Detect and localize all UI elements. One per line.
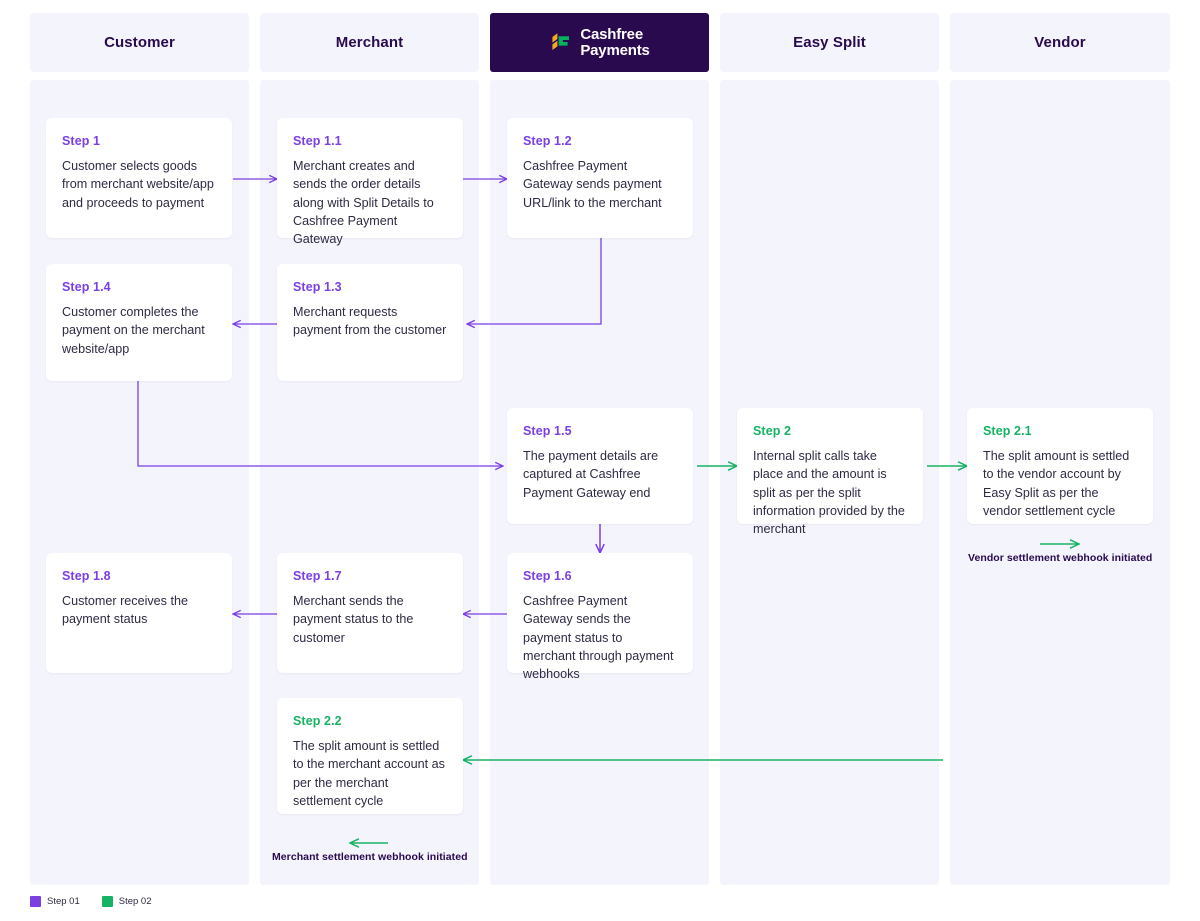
step-card-body: Internal split calls take place and the …: [753, 449, 905, 536]
step-card-title: Step 1.1: [293, 134, 342, 148]
column-header-label: Customer: [104, 34, 175, 51]
column-header-cashfree: Cashfree Payments: [490, 13, 709, 72]
step-card-title: Step 1.7: [293, 569, 342, 583]
cashfree-logo: Cashfree Payments: [549, 27, 650, 58]
step-card-step-1-6[interactable]: Step 1.6 Cashfree Payment Gateway sends …: [507, 553, 693, 681]
step-card-body: Cashfree Payment Gateway sends payment U…: [523, 159, 662, 210]
step-card-step-2-1[interactable]: Step 2.1 The split amount is settled to …: [967, 408, 1153, 524]
step-card-step-1-3[interactable]: Step 1.3 Merchant requests payment from …: [277, 264, 463, 381]
step-card-step-1-8[interactable]: Step 1.8 Customer receives the payment s…: [46, 553, 232, 673]
step-card-title: Step 2.2: [293, 714, 342, 728]
step-card-step-1-7[interactable]: Step 1.7 Merchant sends the payment stat…: [277, 553, 463, 673]
legend-swatch-green: [101, 896, 113, 907]
step-card-body: Customer receives the payment status: [62, 594, 188, 627]
vendor-settlement-webhook-note: Vendor settlement webhook initiated: [968, 552, 1153, 564]
step-card-step-1[interactable]: Step 1 Customer selects goods from merch…: [46, 118, 232, 238]
step-card-step-2-2[interactable]: Step 2.2 The split amount is settled to …: [277, 698, 463, 814]
legend-label: Step 02: [118, 896, 152, 907]
legend-item-step-01: Step 01: [30, 896, 80, 907]
cashfree-logo-text: Cashfree Payments: [580, 27, 649, 58]
step-card-step-2[interactable]: Step 2 Internal split calls take place a…: [737, 408, 923, 536]
step-card-body: Merchant creates and sends the order det…: [293, 159, 434, 246]
column-header-customer: Customer: [30, 13, 249, 72]
step-card-body: Merchant sends the payment status to the…: [293, 594, 414, 645]
column-header-vendor: Vendor: [950, 13, 1170, 72]
merchant-settlement-webhook-note: Merchant settlement webhook initiated: [272, 851, 468, 863]
step-card-title: Step 1: [62, 134, 101, 148]
column-header-easy-split: Easy Split: [720, 13, 939, 72]
column-header-label: Easy Split: [793, 34, 866, 51]
step-card-title: Step 1.4: [62, 280, 111, 294]
legend-label: Step 01: [47, 896, 80, 907]
step-card-step-1-4[interactable]: Step 1.4 Customer completes the payment …: [46, 264, 232, 381]
step-card-body: The split amount is settled to the merch…: [293, 739, 445, 808]
step-card-body: Customer selects goods from merchant web…: [62, 159, 214, 210]
step-card-step-1-2[interactable]: Step 1.2 Cashfree Payment Gateway sends …: [507, 118, 693, 238]
logo-line-1: Cashfree: [580, 26, 643, 44]
step-card-title: Step 2.1: [983, 424, 1032, 438]
step-card-step-1-5[interactable]: Step 1.5 The payment details are capture…: [507, 408, 693, 524]
cashfree-logo-icon: [552, 32, 570, 50]
step-card-body: The payment details are captured at Cash…: [523, 449, 659, 500]
column-header-label: Vendor: [1034, 34, 1086, 51]
logo-line-2: Payments: [580, 41, 650, 59]
legend-swatch-purple: [30, 896, 41, 907]
step-card-body: The split amount is settled to the vendo…: [983, 449, 1130, 518]
step-card-body: Cashfree Payment Gateway sends the payme…: [523, 594, 674, 681]
step-card-body: Merchant requests payment from the custo…: [293, 305, 447, 338]
step-card-title: Step 1.2: [523, 134, 572, 148]
legend-item-step-02: Step 02: [101, 896, 152, 907]
step-card-step-1-1[interactable]: Step 1.1 Merchant creates and sends the …: [277, 118, 463, 246]
legend: Step 01 Step 02: [30, 896, 152, 907]
step-card-title: Step 1.3: [293, 280, 342, 294]
column-header-label: Merchant: [335, 34, 404, 51]
step-card-title: Step 1.8: [62, 569, 111, 583]
step-card-body: Customer completes the payment on the me…: [62, 305, 205, 356]
column-header-merchant: Merchant: [260, 13, 479, 72]
step-card-title: Step 1.5: [523, 424, 572, 438]
step-card-title: Step 1.6: [523, 569, 572, 583]
step-card-title: Step 2: [753, 424, 792, 438]
